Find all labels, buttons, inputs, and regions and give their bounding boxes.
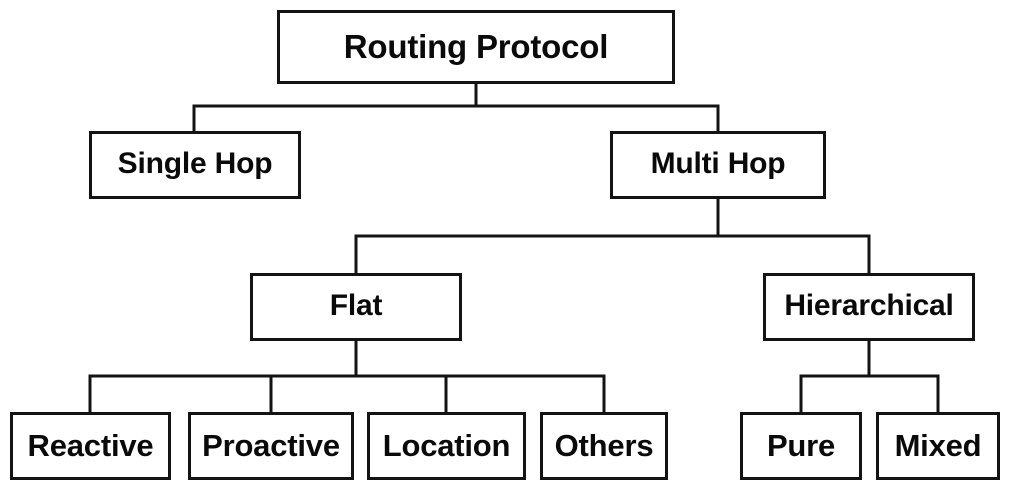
node-label-hierarchical: Hierarchical <box>784 289 954 322</box>
node-label-single-hop: Single Hop <box>117 147 273 180</box>
node-reactive[interactable]: Reactive <box>10 412 171 480</box>
node-mixed[interactable]: Mixed <box>876 412 1000 480</box>
node-multi-hop[interactable]: Multi Hop <box>610 131 826 199</box>
node-pure[interactable]: Pure <box>740 412 862 480</box>
node-label-flat: Flat <box>329 289 383 322</box>
node-label-pure: Pure <box>766 427 836 463</box>
node-routing-protocol[interactable]: Routing Protocol <box>277 10 675 84</box>
node-single-hop[interactable]: Single Hop <box>89 131 301 199</box>
node-label-reactive: Reactive <box>27 427 154 463</box>
node-label-mixed: Mixed <box>894 427 982 463</box>
node-label-multi-hop: Multi Hop <box>650 147 786 180</box>
node-others[interactable]: Others <box>540 412 668 480</box>
node-label-proactive: Proactive <box>202 427 340 463</box>
node-label-others: Others <box>554 427 654 463</box>
node-hierarchical[interactable]: Hierarchical <box>763 273 975 341</box>
node-flat[interactable]: Flat <box>250 273 462 341</box>
node-location[interactable]: Location <box>367 412 526 480</box>
node-label-routing-protocol: Routing Protocol <box>343 27 609 65</box>
node-label-location: Location <box>382 427 511 463</box>
node-proactive[interactable]: Proactive <box>188 412 354 480</box>
